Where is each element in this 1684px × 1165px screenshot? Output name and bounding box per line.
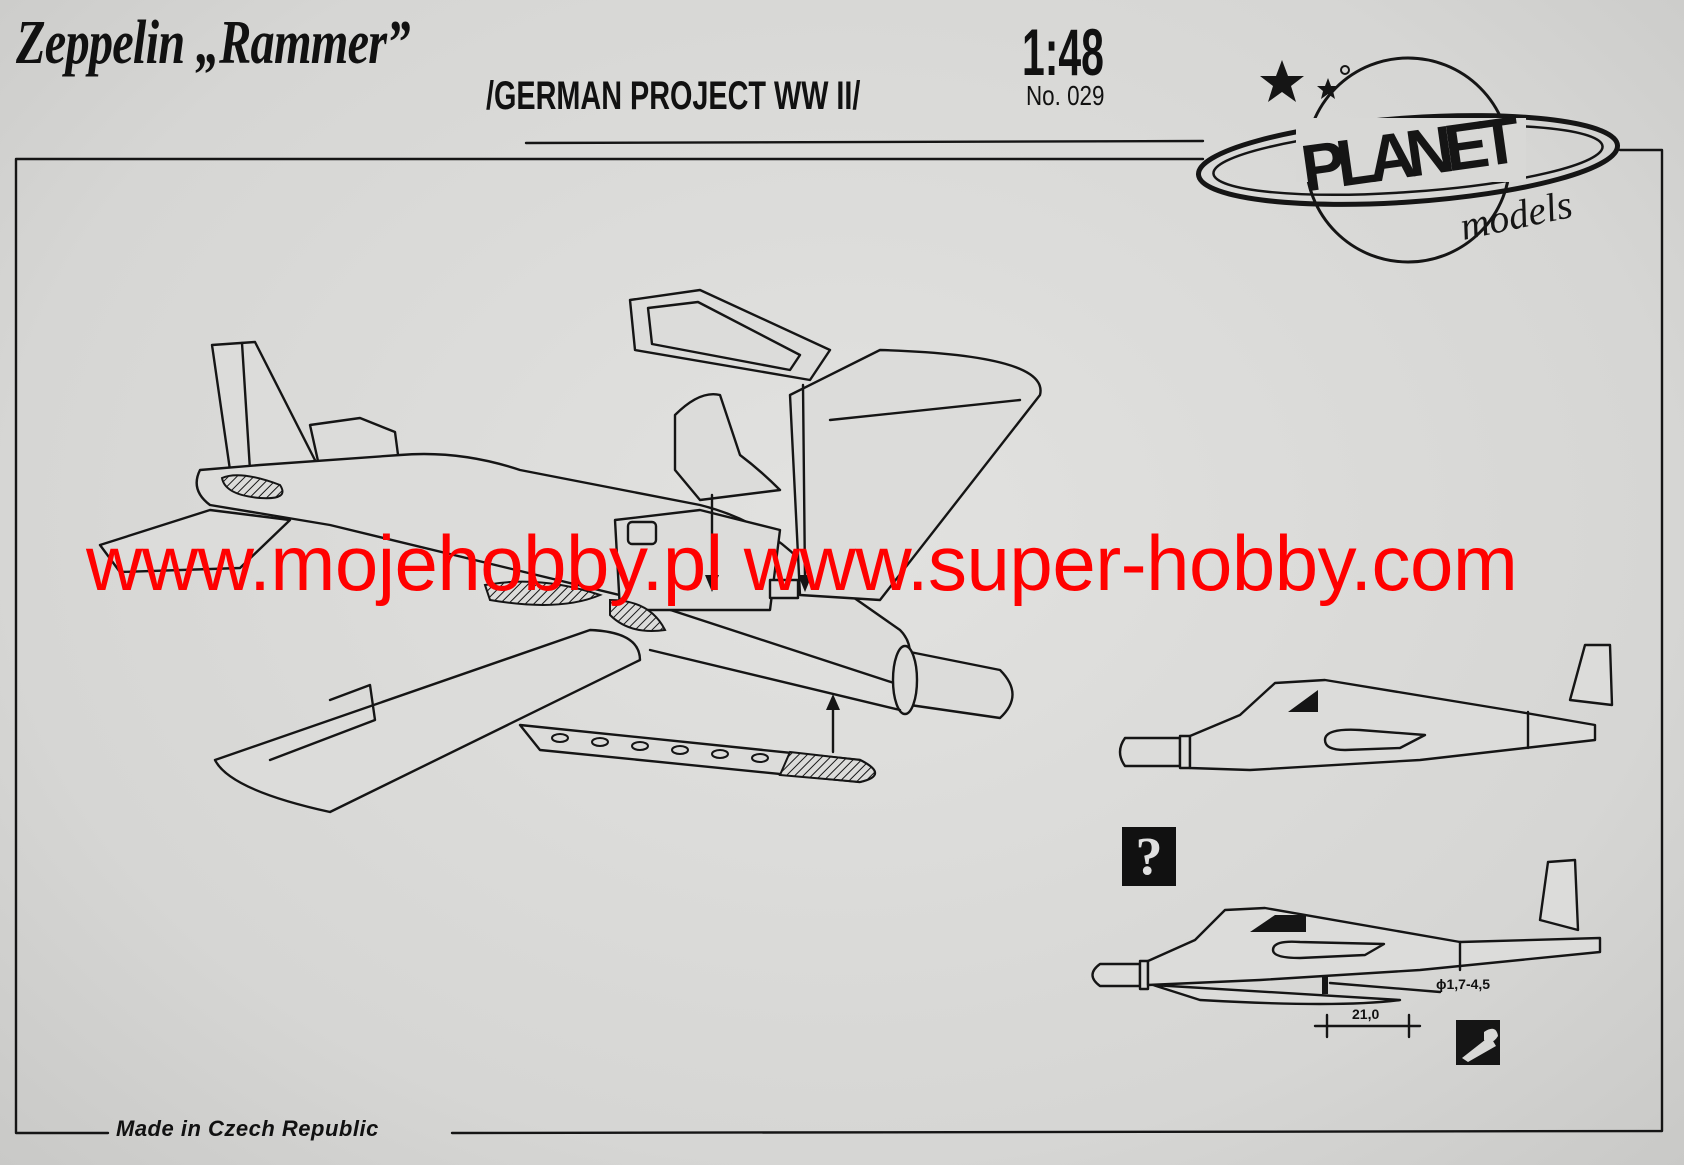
logo-brand-text: PLANET — [1297, 102, 1525, 206]
kit-number: No. 029 — [1026, 80, 1105, 111]
drill-tool-icon — [1456, 1020, 1500, 1065]
made-in-label: Made in Czech Republic — [116, 1116, 379, 1141]
kit-title: Zeppelin „Rammer” — [16, 9, 411, 77]
diameter-label: ϕ1,7-4,5 — [1436, 976, 1491, 992]
question-mark-icon: ? — [1122, 827, 1176, 886]
kit-subtitle: /GERMAN PROJECT WW II/ — [486, 74, 861, 118]
kit-scale: 1:48 — [1022, 15, 1104, 89]
planet-models-logo: PLANET models — [1195, 56, 1621, 264]
watermark-text: www.mojehobby.pl www.super-hobby.com — [86, 519, 1518, 607]
main-aircraft-drawing — [98, 288, 1042, 814]
side-view-lower — [1091, 858, 1602, 1039]
page-frame — [14, 139, 1664, 1135]
length-dimension-label: 21,0 — [1352, 1006, 1380, 1022]
side-view-upper — [1118, 643, 1614, 772]
logo-sub-text: models — [1456, 181, 1576, 249]
